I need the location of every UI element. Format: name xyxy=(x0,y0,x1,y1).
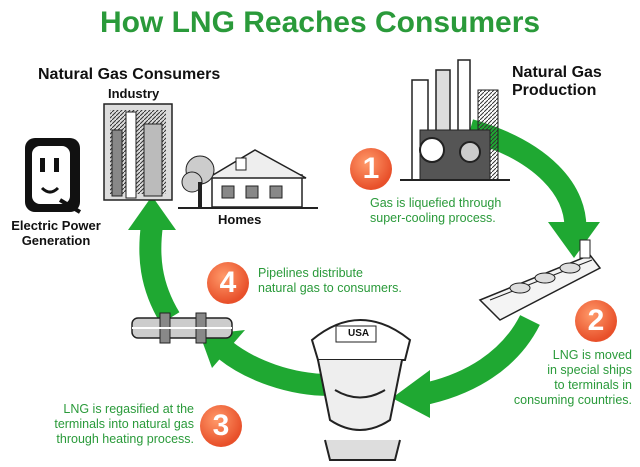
step-4-line: Pipelines distribute xyxy=(258,266,363,280)
production-label: Natural Gas Production xyxy=(512,64,602,100)
step-2-line: LNG is moved xyxy=(552,348,632,362)
step-3-line: through heating process. xyxy=(56,432,194,446)
step-3-line: LNG is regasified at the xyxy=(63,402,194,416)
industry-label: Industry xyxy=(108,86,160,101)
step-3-line: terminals into natural gas xyxy=(54,417,194,431)
production-label-line1: Natural Gas xyxy=(512,64,602,81)
production-label-line2: Production xyxy=(512,82,597,99)
step-2-badge: 2 xyxy=(575,300,617,342)
production-plant-illustration xyxy=(400,59,510,181)
arrow-terminal-to-pipeline xyxy=(200,330,331,396)
industry-illustration xyxy=(103,103,173,201)
step-1-badge: 1 xyxy=(350,148,392,190)
electric-power-label: Electric Power Generation xyxy=(8,218,104,248)
step-3-text: LNG is regasified at the terminals into … xyxy=(24,402,194,447)
step-2-line: in special ships xyxy=(547,363,632,377)
step-4-text: Pipelines distribute natural gas to cons… xyxy=(258,266,402,296)
step-2-line: consuming countries. xyxy=(513,393,632,407)
homes-label: Homes xyxy=(218,212,262,227)
pipeline-illustration xyxy=(131,312,233,344)
step-1-line: super-cooling process. xyxy=(370,211,496,225)
homes-illustration xyxy=(178,149,318,209)
step-1-text: Gas is liquefied through super-cooling p… xyxy=(370,196,501,226)
diagram-title: How LNG Reaches Consumers xyxy=(99,6,541,39)
arrow-ship-to-terminal xyxy=(392,314,540,418)
step-2-text: LNG is moved in special ships to termina… xyxy=(486,348,632,408)
step-3-badge: 3 xyxy=(200,405,242,447)
electric-plug-illustration xyxy=(25,138,82,214)
terminal-worker-illustration xyxy=(310,319,412,461)
arrow-pipeline-to-consumers xyxy=(128,196,180,324)
electric-label-line1: Electric Power xyxy=(11,218,101,233)
step-1-line: Gas is liquefied through xyxy=(370,196,502,210)
step-4-line: natural gas to consumers. xyxy=(258,281,402,295)
step-4-badge: 4 xyxy=(207,262,249,304)
lng-ship-illustration xyxy=(478,239,602,321)
helmet-badge-text: USA xyxy=(348,328,370,339)
step-2-line: to terminals in xyxy=(554,378,632,392)
consumers-heading: Natural Gas Consumers xyxy=(38,66,221,83)
electric-label-line2: Generation xyxy=(21,233,91,248)
